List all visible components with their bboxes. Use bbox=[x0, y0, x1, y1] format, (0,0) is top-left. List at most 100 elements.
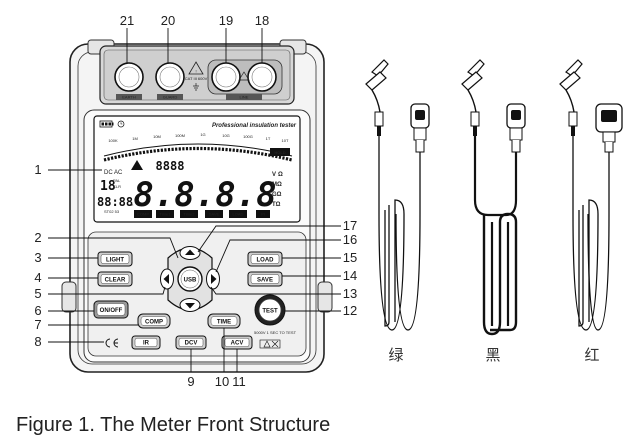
clear-button[interactable]: CLEAR bbox=[97, 271, 133, 287]
light-button[interactable]: LIGHT bbox=[97, 251, 133, 267]
callout-11: 11 bbox=[232, 374, 246, 389]
callout-16: 16 bbox=[343, 232, 357, 247]
up-button[interactable] bbox=[179, 246, 201, 260]
lcd-display: Professional insulation tester 100K 1M 1… bbox=[93, 115, 301, 223]
onoff-button[interactable]: ON/OFF bbox=[93, 300, 129, 319]
main-readout: 8.8.8.8 bbox=[133, 175, 276, 215]
callout-19: 19 bbox=[219, 13, 233, 28]
comp-button-label: COMP bbox=[145, 319, 163, 325]
hv-warning-icon bbox=[131, 160, 143, 170]
onoff-button-label: ON/OFF bbox=[100, 308, 123, 314]
callout-6: 6 bbox=[34, 303, 41, 318]
usb-button-label: USB bbox=[184, 278, 197, 284]
unit-mohm: MΩ bbox=[272, 182, 282, 188]
mode-flags: COMP Time1 Time2 SAVE LOAD PI bbox=[134, 210, 270, 218]
svg-text:!: ! bbox=[195, 69, 196, 74]
line-terminal[interactable]: LINE bbox=[207, 59, 283, 100]
guard-label: GUARD bbox=[163, 95, 178, 100]
scale-label: 10M bbox=[153, 134, 161, 139]
save-button[interactable]: SAVE bbox=[247, 271, 283, 287]
test-button-label: TEST bbox=[262, 309, 278, 315]
load-button-label: LOAD bbox=[257, 257, 275, 263]
terminal-warning-text: CAT III 600V bbox=[185, 76, 208, 81]
bargraph-arc bbox=[103, 143, 293, 157]
acdc-indicator: DC AC bbox=[104, 170, 123, 176]
guard-terminal[interactable]: GUARD bbox=[155, 62, 185, 100]
alligator-clip-icon bbox=[559, 59, 583, 136]
black-test-lead bbox=[461, 59, 526, 336]
unit-tohm: TΩ bbox=[272, 202, 281, 208]
callout-18: 18 bbox=[255, 13, 269, 28]
acv-button[interactable]: ACV bbox=[221, 335, 253, 350]
callout-17: 17 bbox=[343, 218, 357, 233]
black-lead-label: 黑 bbox=[485, 346, 500, 364]
unit-indicators: V Ω MΩ GΩ TΩ bbox=[272, 172, 283, 208]
mode-time2: Time2 bbox=[184, 212, 196, 217]
callout-20: 20 bbox=[161, 13, 175, 28]
scale-label: 100K bbox=[108, 138, 118, 143]
down-button[interactable] bbox=[179, 298, 201, 312]
scale-label: 1G bbox=[200, 132, 205, 137]
down-arrow-icon bbox=[185, 303, 195, 309]
scale-label: 1M bbox=[132, 136, 138, 141]
callout-lines bbox=[48, 28, 341, 372]
ldat-line: ST02 53 bbox=[104, 209, 120, 214]
unit-ohm: Ω bbox=[278, 172, 283, 178]
bargraph-scale: 100K 1M 10M 100M 1G 10G 100G 1T 10T bbox=[108, 132, 289, 143]
light-button-label: LIGHT bbox=[106, 257, 124, 263]
callout-13: 13 bbox=[343, 286, 357, 301]
alligator-clip-icon bbox=[365, 59, 389, 136]
scale-label: 1T bbox=[266, 136, 271, 141]
load-button[interactable]: LOAD bbox=[247, 251, 283, 267]
probe-plug-icon bbox=[506, 103, 526, 153]
mode-time1: Time1 bbox=[160, 212, 172, 217]
callout-5: 5 bbox=[34, 286, 41, 301]
terminal-warning: ! CAT III 600V bbox=[185, 61, 208, 91]
time-button[interactable]: TIME bbox=[207, 313, 241, 329]
up-arrow-icon bbox=[185, 249, 195, 255]
test-button[interactable]: TEST bbox=[254, 294, 286, 326]
usb-button[interactable]: USB bbox=[177, 266, 203, 292]
left-arrow-icon bbox=[163, 274, 169, 284]
ldat-unit: m bbox=[130, 202, 134, 207]
scale-label: 10G bbox=[222, 133, 230, 138]
mode-pi: PI bbox=[261, 212, 265, 217]
navigation-pad: USB bbox=[160, 246, 220, 312]
test-warning-text: 5000V 1 SEC TO TEST bbox=[254, 330, 297, 335]
save-button-label: SAVE bbox=[257, 277, 273, 283]
hold-flag-bg bbox=[270, 148, 290, 156]
callout-8: 8 bbox=[34, 334, 41, 349]
time-button-label: TIME bbox=[217, 319, 231, 325]
comp-button[interactable]: COMP bbox=[137, 313, 171, 329]
right-button[interactable] bbox=[206, 268, 220, 290]
scale-label: 100G bbox=[243, 134, 253, 139]
hold-flag: HOLD bbox=[274, 150, 285, 155]
callout-15: 15 bbox=[343, 250, 357, 265]
green-lead-label: 绿 bbox=[388, 346, 403, 364]
probe-plug-icon bbox=[410, 103, 430, 153]
ir-button[interactable]: IR bbox=[131, 335, 161, 350]
timer-readout: 88:88 bbox=[97, 195, 133, 209]
earth-terminal[interactable]: EARTH bbox=[114, 62, 144, 100]
red-lead-label: 红 bbox=[584, 346, 599, 364]
bottom-hazard-icon bbox=[259, 339, 281, 349]
right-arrow-icon bbox=[211, 274, 217, 284]
left-button[interactable] bbox=[160, 268, 174, 290]
mode-save: SAVE bbox=[209, 212, 220, 217]
dcv-button[interactable]: DCV bbox=[175, 335, 207, 350]
mode-load: LOAD bbox=[233, 212, 244, 217]
battery-icon bbox=[99, 120, 114, 128]
line-label: LINE bbox=[240, 95, 249, 100]
callout-14: 14 bbox=[343, 268, 357, 283]
sub-readout: 8888 bbox=[156, 159, 185, 173]
red-test-lead bbox=[559, 59, 623, 331]
terminal-panel: EARTH GUARD ! CAT III 600V LINE bbox=[99, 45, 295, 105]
mode-comp: COMP bbox=[137, 212, 149, 217]
left-readout: 18 bbox=[100, 179, 116, 194]
callout-3: 3 bbox=[34, 250, 41, 265]
callout-1: 1 bbox=[34, 162, 41, 177]
green-test-lead bbox=[365, 59, 430, 331]
dcv-button-label: DCV bbox=[185, 341, 198, 347]
pal-indicator: PAL bbox=[113, 178, 121, 183]
